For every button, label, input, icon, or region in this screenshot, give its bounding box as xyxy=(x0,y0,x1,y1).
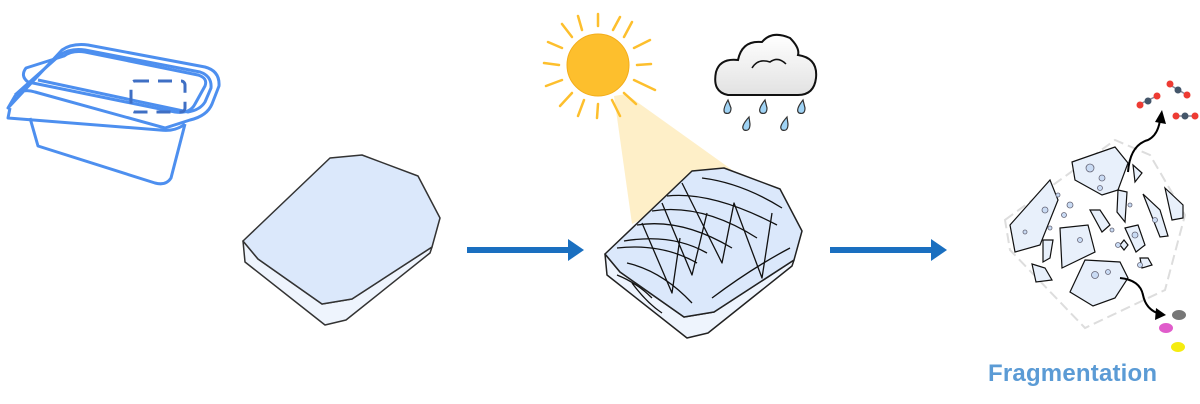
rain-cloud-icon xyxy=(714,33,818,131)
arrow-right-icon xyxy=(830,239,947,261)
fragmented-plastic xyxy=(1003,110,1187,330)
additive-dots xyxy=(1159,310,1186,352)
sunlight-beam xyxy=(614,94,735,224)
sun-icon xyxy=(542,12,657,120)
arrow-right-icon xyxy=(467,239,584,261)
food-container-icon xyxy=(6,43,221,186)
plastic-piece-intact xyxy=(242,154,441,326)
molecules-icon xyxy=(1136,80,1199,120)
plastic-piece-weathered xyxy=(604,167,803,339)
fragmentation-label: Fragmentation xyxy=(988,360,1158,387)
